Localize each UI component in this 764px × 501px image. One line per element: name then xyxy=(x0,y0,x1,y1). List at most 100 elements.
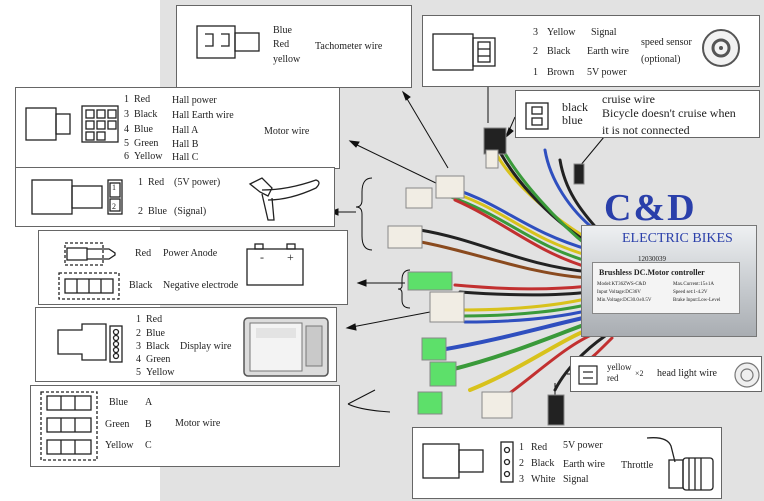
tachometer-box: Blue Red yellow Tachometer wire xyxy=(176,5,412,88)
spec-left-1: Model:KT36ZWS-C&D xyxy=(597,282,647,287)
hall-pin-1-func: Hall power xyxy=(172,95,217,106)
controller-label: Brushless DC.Motor controller Model:KT36… xyxy=(592,262,740,314)
cruise-desc-2: it is not connected xyxy=(602,123,690,137)
spec-right-3: Brake Input:Low-Level xyxy=(673,298,721,303)
throttle-pin-3-num: 3 xyxy=(519,474,524,485)
throttle-pin-2-color: Black xyxy=(531,458,555,469)
brake-pin-2-num: 2 xyxy=(138,206,143,217)
brake-box: 1 2 1 Red (5V power) 2 Blue (Signal) xyxy=(15,167,335,227)
cruise-color-blue: blue xyxy=(562,113,583,127)
cruise-connector-icon xyxy=(525,102,549,130)
hall-pin-5-func: Hall B xyxy=(172,139,199,150)
display-box: 1 Red 2 Blue 3 Black 4 Green 5 Yellow Di… xyxy=(35,307,337,382)
power-red-color: Red xyxy=(135,248,152,259)
spec-right-1: Max.Current:15±1A xyxy=(673,282,714,287)
throttle-icon xyxy=(422,437,714,491)
display-pin-2-num: 2 xyxy=(136,328,141,339)
display-pin-5-num: 5 xyxy=(136,367,141,378)
display-pin-2-color: Blue xyxy=(146,328,165,339)
tachometer-connector-icon xyxy=(196,25,260,59)
headlight-color-yellow: yellow xyxy=(607,362,632,372)
controller-title: Brushless DC.Motor controller xyxy=(599,268,705,277)
hall-pin-5-color: Green xyxy=(134,138,159,149)
throttle-pin-1-color: Red xyxy=(531,442,548,453)
speed-pin-1-num: 1 xyxy=(533,67,538,78)
tacho-pin-2: Red xyxy=(273,39,290,50)
speed-pin-2-func: Earth wire xyxy=(587,46,629,57)
cruise-color-black: black xyxy=(562,100,588,114)
phase-connector-icon xyxy=(40,391,98,461)
speed-pin-2-num: 2 xyxy=(533,46,538,57)
brake-connector-num-2: 2 xyxy=(112,202,116,211)
display-pin-5-color: Yellow xyxy=(146,367,175,378)
phase-b-letter: B xyxy=(145,419,152,430)
phase-a-color: Blue xyxy=(109,397,128,408)
headlight-color-red: red xyxy=(607,373,619,383)
cruise-box: black blue cruise wire Bicycle doesn't c… xyxy=(515,90,760,138)
cruise-name: cruise wire xyxy=(602,92,655,106)
hall-pin-4-color: Blue xyxy=(134,124,153,135)
speed-pin-1-color: Brown xyxy=(547,67,575,78)
hall-pin-5-num: 5 xyxy=(124,138,129,149)
brand-subtitle: ELECTRIC BIKES xyxy=(622,231,733,246)
display-pin-4-num: 4 xyxy=(136,354,141,365)
hall-pin-4-num: 4 xyxy=(124,124,129,135)
motor-hall-box: 1 Red Hall power 3 Black Hall Earth wire… xyxy=(15,87,340,169)
power-black-func: Negative electrode xyxy=(163,280,239,291)
display-pin-3-num: 3 xyxy=(136,341,141,352)
power-red-func: Power Anode xyxy=(163,248,218,259)
throttle-pin-3-func: Signal xyxy=(563,474,589,485)
headlight-name: head light wire xyxy=(657,368,717,379)
speed-sensor-wheel-icon xyxy=(702,29,740,67)
motor-phase-box: Blue A Green B Yellow C Motor wire xyxy=(30,385,340,467)
hall-pin-4-func: Hall A xyxy=(172,125,199,136)
spec-left-2: Input Voltage:DC36V xyxy=(597,290,641,295)
hall-pin-6-func: Hall C xyxy=(172,152,199,163)
phase-c-color: Yellow xyxy=(105,440,134,451)
brake-pin-2-color: Blue xyxy=(148,206,167,217)
spec-right-2: Speed set:1-4.2V xyxy=(673,290,708,295)
phase-c-letter: C xyxy=(145,440,152,451)
brake-lever-icon xyxy=(31,177,320,221)
throttle-pin-2-num: 2 xyxy=(519,458,524,469)
throttle-pin-2-func: Earth wire xyxy=(563,459,605,470)
hall-pin-3-color: Black xyxy=(134,109,158,120)
hall-pin-1-num: 1 xyxy=(124,94,129,105)
throttle-name: Throttle xyxy=(621,460,654,471)
controller-code: 12030039 xyxy=(638,255,666,263)
speed-pin-3-num: 3 xyxy=(533,27,538,38)
throttle-pin-3-color: White xyxy=(531,474,556,485)
battery-plus-icon: + xyxy=(287,250,294,264)
display-pin-3-color: Black xyxy=(146,341,170,352)
hall-name: Motor wire xyxy=(264,126,310,137)
throttle-pin-1-num: 1 xyxy=(519,442,524,453)
headlight-connector-icon xyxy=(578,362,760,388)
speed-pin-3-func: Signal xyxy=(591,27,617,38)
speed-sensor-connector-icon xyxy=(432,33,496,71)
hall-connector-icon xyxy=(25,105,119,143)
speed-pin-2-color: Black xyxy=(547,46,571,57)
brake-pin-1-num: 1 xyxy=(138,177,143,188)
motor-controller: Brushless DC.Motor controller Model:KT36… xyxy=(581,225,757,337)
speed-sensor-note: (optional) xyxy=(641,54,681,65)
battery-minus-icon: - xyxy=(260,250,264,264)
display-pin-4-color: Green xyxy=(146,354,171,365)
phase-a-letter: A xyxy=(145,397,153,408)
power-box: - + Red Power Anode Black Negative elect… xyxy=(38,230,348,305)
speed-pin-3-color: Yellow xyxy=(547,27,576,38)
speed-sensor-name: speed sensor xyxy=(641,37,692,48)
power-black-color: Black xyxy=(129,280,153,291)
power-connector-icon xyxy=(58,242,304,300)
throttle-box: 1 Red 5V power 2 Black Earth wire 3 Whit… xyxy=(412,427,722,499)
spec-left-3: Min.Voltage:DC30.0±0.5V xyxy=(597,298,652,303)
display-pin-1-color: Red xyxy=(146,314,163,325)
display-connector-icon xyxy=(57,317,329,377)
tacho-pin-1: Blue xyxy=(273,25,292,36)
phase-b-color: Green xyxy=(105,419,130,430)
brake-pin-2-func: (Signal) xyxy=(174,206,207,217)
brake-pin-1-color: Red xyxy=(148,177,165,188)
tacho-pin-3: yellow xyxy=(273,54,301,65)
display-name: Display wire xyxy=(180,341,232,352)
phase-name: Motor wire xyxy=(175,418,221,429)
display-unit-icon xyxy=(243,317,329,377)
